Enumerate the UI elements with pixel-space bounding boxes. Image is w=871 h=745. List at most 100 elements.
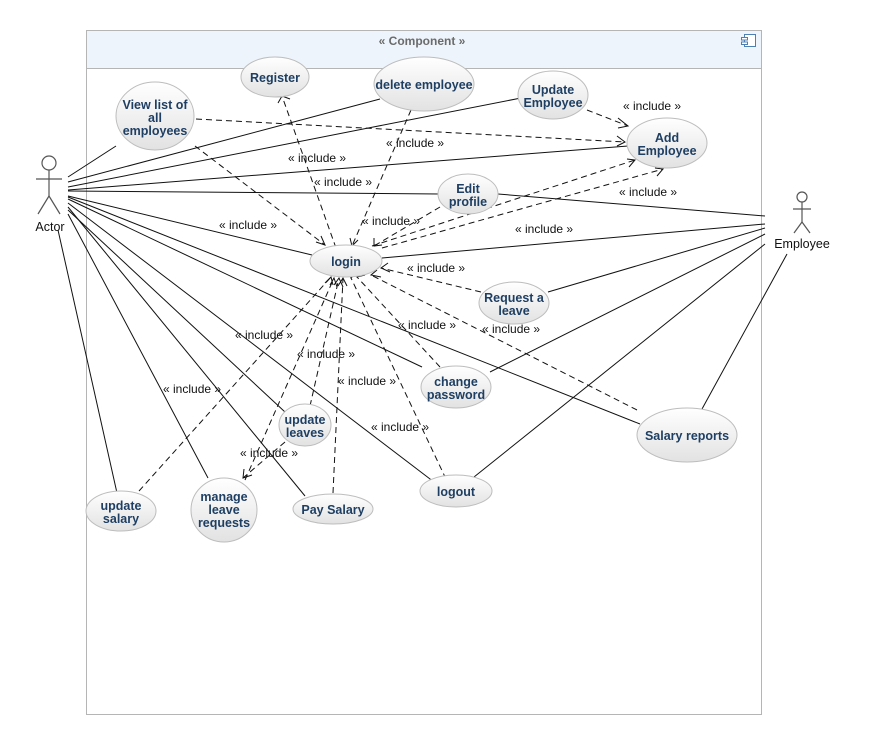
dep-update-employee-add-employee [586, 109, 629, 127]
arrowhead [373, 238, 383, 247]
use-case-salary-reports[interactable]: Salary reports [636, 407, 738, 463]
assoc-actor-update-leaves [67, 209, 286, 413]
actor-actor[interactable] [36, 155, 62, 215]
use-case-label: Edit [456, 182, 480, 196]
include-label: « include » [619, 185, 677, 199]
svg-text:delete employee: delete employee [375, 78, 472, 92]
use-case-label: View list of [122, 98, 188, 112]
use-case-label: requests [198, 516, 250, 530]
include-label: « include » [482, 322, 540, 336]
use-case-label: salary [103, 512, 139, 526]
use-case-label: employees [123, 124, 188, 138]
include-label: « include » [235, 328, 293, 342]
actor-label: Employee [774, 237, 830, 251]
use-case-register[interactable]: Register [240, 56, 310, 98]
dep-edit-profile-login [373, 206, 441, 247]
include-label: « include » [288, 151, 346, 165]
arrowhead [626, 158, 636, 168]
svg-text:Register: Register [250, 71, 300, 85]
actor-employee[interactable] [793, 191, 811, 234]
arrowhead [315, 235, 326, 246]
use-case-logout[interactable]: logout [419, 474, 493, 508]
component-icon [741, 34, 756, 47]
use-case-label: Employee [523, 96, 582, 110]
arrowheads [242, 95, 664, 479]
arrowhead [337, 276, 348, 287]
assoc-actor-delete-employee [67, 98, 381, 183]
assoc-actor-salary-reports [67, 196, 641, 425]
include-label: « include » [386, 136, 444, 150]
include-dependencies [138, 95, 664, 494]
use-case-label: Add [655, 131, 679, 145]
svg-text:login: login [331, 255, 361, 269]
dep-update-leaves-login [309, 277, 340, 407]
use-case-label: Register [250, 71, 300, 85]
include-label: « include » [314, 175, 372, 189]
use-case-delete-employee[interactable]: delete employee [373, 56, 475, 112]
arrowhead [324, 276, 334, 286]
include-label: « include » [219, 218, 277, 232]
use-case-login[interactable]: login [309, 244, 383, 278]
use-case-label: Request a [484, 291, 545, 305]
include-label: « include » [338, 374, 396, 388]
use-case-label: delete employee [375, 78, 472, 92]
actor-leg-left [37, 195, 50, 215]
assoc-employee-edit-profile [497, 193, 766, 217]
use-case-label: change [434, 375, 478, 389]
assoc-employee-salary-reports [701, 253, 788, 410]
actor-head [796, 191, 808, 203]
arrowhead [654, 167, 664, 177]
include-label: « include » [407, 261, 465, 275]
arrowhead [617, 117, 630, 129]
assoc-employee-login [381, 223, 766, 259]
dep-logout-login [350, 277, 447, 480]
actor-leg-right [48, 195, 61, 215]
svg-text:Pay Salary: Pay Salary [301, 503, 364, 517]
use-case-label: all [148, 111, 162, 125]
svg-text:logout: logout [437, 485, 476, 499]
component-stereotype: « Component » [379, 34, 466, 48]
assoc-actor-edit-profile [67, 190, 441, 195]
assoc-actor-pay-salary [67, 206, 306, 497]
dep-login-add-employee-1 [371, 159, 636, 247]
use-case-label: leaves [286, 426, 324, 440]
include-label: « include » [623, 99, 681, 113]
assoc-employee-logout [473, 243, 766, 478]
use-case-label: update [101, 499, 142, 513]
use-case-label: login [331, 255, 361, 269]
actor-leg-left [793, 221, 803, 234]
dep-view-list-add-employee [195, 118, 626, 143]
dep-register-login [281, 95, 337, 249]
use-case-label: Employee [637, 144, 696, 158]
dep-view-list-login [194, 145, 326, 246]
actor-leg-right [801, 221, 811, 234]
dep-manage-leave-login [244, 277, 335, 481]
use-case-label: manage [200, 490, 247, 504]
dep-update-salary-login [138, 276, 332, 492]
use-case-pay-salary[interactable]: Pay Salary [292, 493, 374, 525]
use-case-label: Pay Salary [301, 503, 364, 517]
use-case-label: Salary reports [645, 429, 729, 443]
associations [57, 97, 788, 497]
dep-change-password-login [356, 276, 441, 368]
use-case-label: leave [208, 503, 239, 517]
